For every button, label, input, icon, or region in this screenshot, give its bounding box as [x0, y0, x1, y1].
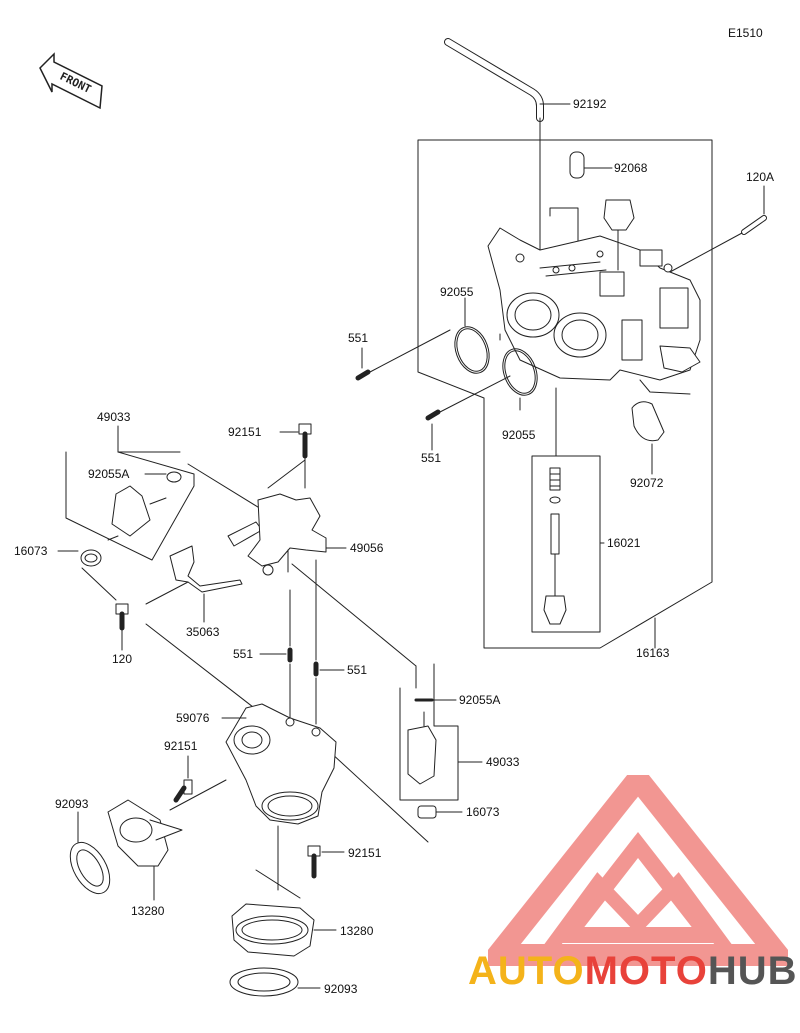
bolt-92151-low — [255, 825, 345, 899]
label-120A: 120A — [746, 170, 775, 184]
label-551-low1: 551 — [233, 647, 254, 661]
bolt-92151-left — [169, 755, 227, 811]
front-direction-arrow-icon: FRONT — [39, 52, 103, 110]
label-59076: 59076 — [176, 711, 210, 725]
label-16073-left: 16073 — [14, 544, 48, 558]
label-92055A-right: 92055A — [459, 693, 501, 707]
brand-watermark: AUTOMOTOHUB — [468, 775, 800, 1033]
dowel-pins-551-upper — [355, 329, 511, 451]
bracket-35063 — [145, 545, 243, 623]
bolt-120 — [115, 603, 263, 715]
label-49033-left: 49033 — [97, 410, 131, 424]
label-49033-right: 49033 — [486, 755, 520, 769]
holder-13280-left — [107, 799, 183, 901]
label-92151-low: 92151 — [348, 846, 382, 860]
bolt-92151-top — [267, 423, 312, 489]
assembly-bracket-16163 — [417, 139, 713, 649]
triangle-m-logo-icon — [488, 775, 788, 966]
injector-16021-group — [531, 387, 605, 633]
brand-word-auto: AUTO — [468, 949, 585, 993]
label-92093-low: 92093 — [324, 982, 358, 996]
cap-92068 — [549, 151, 613, 249]
bolt-120A — [669, 185, 767, 273]
cap-16073-right — [329, 751, 463, 843]
label-92055-mid: 92055 — [502, 428, 536, 442]
label-13280-low: 13280 — [340, 924, 374, 938]
label-16163: 16163 — [636, 646, 670, 660]
throttle-body-casting — [487, 199, 701, 395]
label-92055-top: 92055 — [440, 285, 474, 299]
label-551-low2: 551 — [347, 663, 368, 677]
brand-wordmark: AUTOMOTOHUB — [468, 947, 798, 995]
label-13280-left: 13280 — [131, 904, 165, 918]
label-92093-left: 92093 — [55, 797, 89, 811]
o-rings-92055 — [454, 297, 538, 411]
label-16073-right: 16073 — [466, 805, 500, 819]
injector-49033-right-group — [399, 663, 483, 801]
label-92151-left: 92151 — [164, 739, 198, 753]
injector-49033-left-group — [65, 425, 267, 561]
label-92151-top: 92151 — [228, 425, 262, 439]
label-120: 120 — [112, 652, 133, 666]
holder-13280-low — [231, 903, 337, 957]
brand-word-moto: MOTO — [584, 949, 708, 993]
label-92072: 92072 — [630, 476, 664, 490]
label-92055A-left: 92055A — [88, 467, 130, 481]
diagram-code: E1510 — [728, 26, 763, 40]
gasket-92093-left — [69, 811, 111, 895]
label-551-mid: 551 — [421, 451, 442, 465]
label-92068: 92068 — [614, 161, 648, 175]
label-92192: 92192 — [573, 97, 607, 111]
dowel-pins-551-lower — [259, 559, 345, 725]
intake-joint-59076 — [221, 703, 337, 825]
hose-92192 — [444, 38, 571, 251]
clamp-92072 — [631, 401, 665, 475]
brand-word-hub: HUB — [707, 949, 798, 993]
fuel-pipe-49056 — [227, 493, 417, 689]
gasket-92093-low — [229, 967, 321, 997]
cap-16073-left — [57, 549, 117, 601]
label-551-top: 551 — [348, 331, 369, 345]
label-35063: 35063 — [186, 625, 220, 639]
label-49056: 49056 — [350, 541, 384, 555]
label-16021: 16021 — [607, 536, 641, 550]
